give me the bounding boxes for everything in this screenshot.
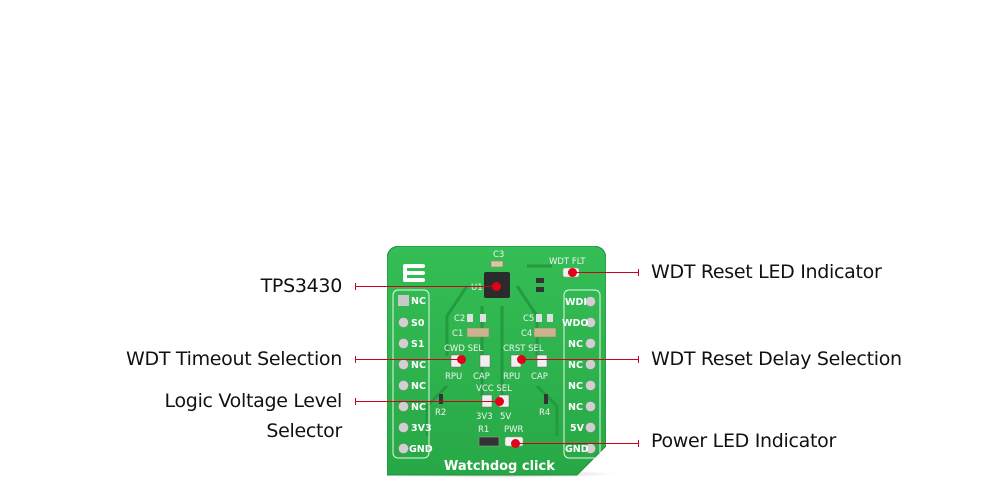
marker-wdt-timeout: [457, 355, 466, 364]
silk-c2: C2: [454, 314, 465, 324]
left-pin-label: NC: [411, 402, 426, 413]
silk-r4: R4: [539, 408, 550, 418]
right-pin-label: GND: [565, 444, 589, 455]
leader-line-wdt-reset-delay: [522, 359, 638, 360]
callout-wdt-reset-led: WDT Reset LED Indicator: [651, 261, 882, 283]
callout-tps3430: TPS3430: [260, 275, 343, 297]
pcb-board: C3 U1 WDT FLT NC S0 S1 NC NC NC 3V3 GND: [387, 246, 606, 476]
callout-wdt-reset-delay: WDT Reset Delay Selection: [651, 348, 902, 370]
silk-5v: 5V: [500, 412, 511, 422]
cwd-sel-jumper-cap: [479, 354, 491, 368]
mikroe-logo-icon: [403, 264, 425, 282]
left-pin-header: NC S0 S1 NC NC NC 3V3 GND: [398, 295, 433, 455]
board-name: Watchdog click: [444, 459, 555, 474]
silk-rpu-right: RPU: [503, 372, 520, 382]
left-pin-label: NC: [411, 296, 426, 307]
silk-3v3: 3V3: [476, 412, 493, 422]
silk-c1: C1: [452, 329, 463, 339]
marker-power-led: [511, 439, 520, 448]
left-pin-label: GND: [409, 444, 433, 455]
silk-r2: R2: [435, 408, 446, 418]
right-pin-label: WDO: [562, 318, 588, 329]
silk-vcc-sel: VCC SEL: [476, 384, 512, 394]
leader-tick: [638, 269, 639, 276]
leader-line-wdt-timeout: [355, 359, 458, 360]
silk-c3: C3: [493, 250, 504, 260]
callout-logic-voltage-level: Logic Voltage Level: [164, 390, 343, 412]
left-pin-label: NC: [411, 360, 426, 371]
callout-power-led: Power LED Indicator: [651, 430, 837, 452]
right-pin-header: WDI WDO NC NC NC NC 5V GND: [562, 296, 596, 455]
right-pin-label: NC: [568, 339, 583, 350]
left-pin-label: NC: [411, 381, 426, 392]
silk-cap-right: CAP: [531, 372, 548, 382]
left-pin-label: 3V3: [411, 423, 432, 434]
marker-wdt-reset-led: [568, 268, 577, 277]
silk-c4: C4: [521, 329, 532, 339]
pcb-outline: [387, 246, 606, 476]
callout-logic-voltage-selector: Selector: [266, 420, 342, 442]
leader-line-power-led: [516, 443, 638, 444]
leader-tick: [638, 356, 639, 363]
marker-logic-voltage: [495, 397, 504, 406]
crst-sel-jumper-cap: [536, 354, 548, 368]
callout-wdt-timeout-selection: WDT Timeout Selection: [126, 348, 342, 370]
marker-wdt-reset-delay: [517, 355, 526, 364]
right-pin-label: WDI: [565, 297, 587, 308]
silk-cwd-sel: CWD SEL: [444, 344, 483, 354]
silk-u1: U1: [471, 283, 483, 293]
left-pin-label: S1: [411, 339, 424, 350]
right-pin-label: 5V: [570, 423, 585, 434]
silk-cap-left: CAP: [473, 372, 490, 382]
left-pin-label: S0: [411, 318, 425, 329]
silk-rpu-left: RPU: [445, 372, 462, 382]
silk-wdt-flt: WDT FLT: [549, 257, 586, 267]
silk-c5: C5: [523, 314, 534, 324]
silk-crst-sel: CRST SEL: [503, 344, 544, 354]
silk-r1: R1: [478, 425, 489, 435]
silk-pwr: PWR: [504, 425, 524, 435]
leader-tick: [638, 440, 639, 447]
leader-line-tps3430: [355, 286, 492, 287]
leader-line-wdt-reset-led: [573, 272, 638, 273]
right-pin-label: NC: [568, 381, 583, 392]
right-pin-label: NC: [568, 360, 583, 371]
marker-tps3430: [492, 282, 501, 291]
right-pin-label: NC: [568, 402, 583, 413]
leader-line-logic-voltage: [355, 401, 496, 402]
